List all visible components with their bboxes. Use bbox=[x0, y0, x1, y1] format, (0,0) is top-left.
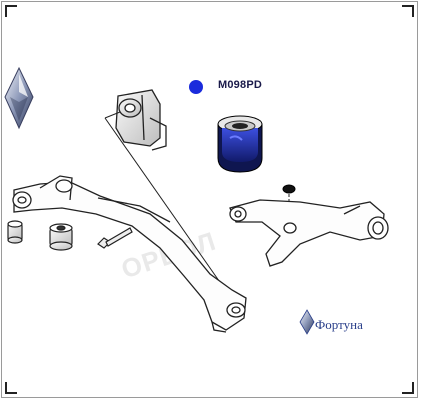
corner-mark bbox=[5, 382, 17, 394]
leader-line bbox=[104, 117, 225, 289]
bolt-icon bbox=[97, 227, 133, 249]
upper-bracket bbox=[115, 89, 167, 151]
selection-marker bbox=[189, 80, 203, 94]
corner-mark bbox=[402, 382, 414, 394]
corner-mark bbox=[5, 5, 17, 17]
corner-mark bbox=[402, 5, 414, 17]
bushing-icon bbox=[217, 115, 263, 173]
diamond-logo-icon bbox=[4, 66, 34, 130]
small-bushing bbox=[7, 220, 23, 244]
small-bushing bbox=[49, 223, 73, 251]
washer-icon bbox=[282, 184, 296, 194]
diamond-brand-icon bbox=[299, 309, 315, 335]
lower-control-arm bbox=[229, 199, 389, 267]
brand-name: Фортуна bbox=[315, 317, 363, 332]
leader-line bbox=[104, 111, 121, 119]
part-code-label: M098PD bbox=[218, 79, 262, 91]
subframe bbox=[12, 175, 247, 333]
